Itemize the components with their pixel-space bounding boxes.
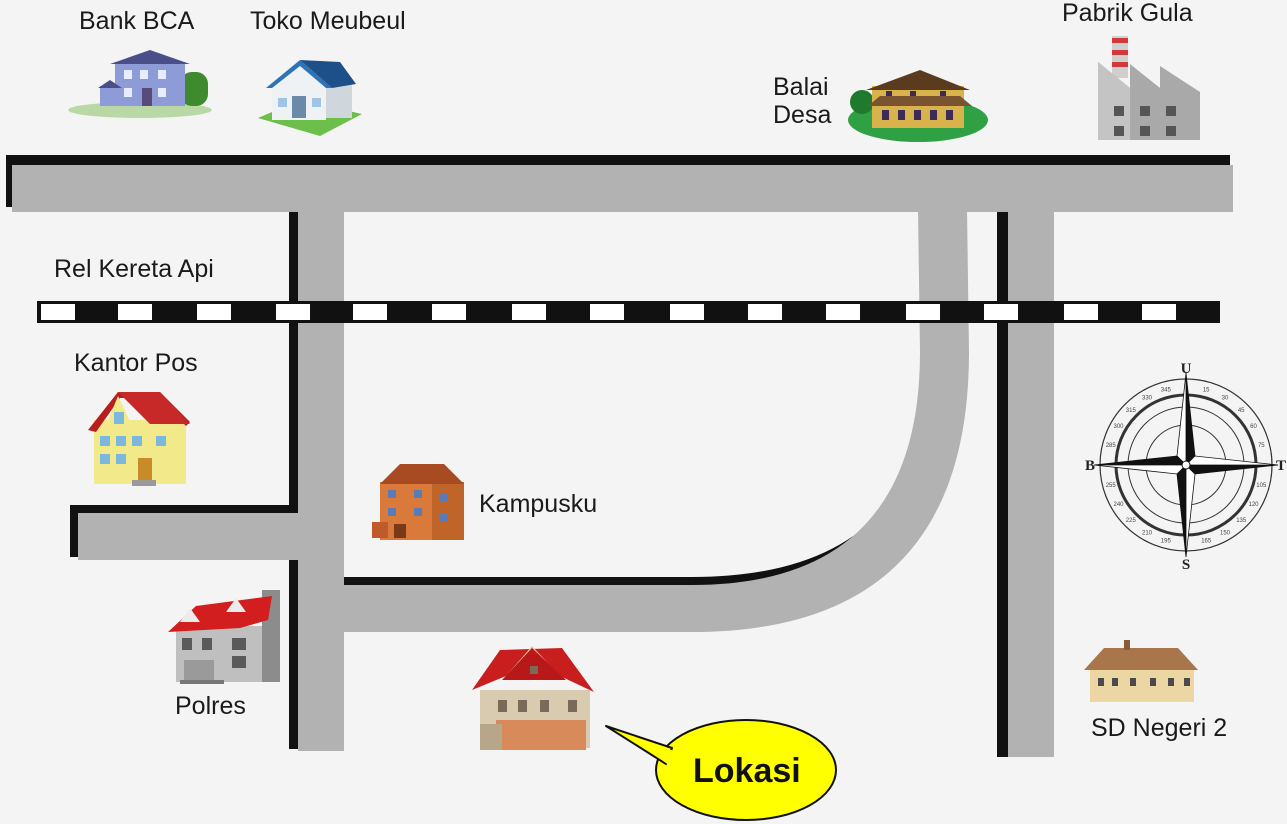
compass-degree-105: 105 (1256, 483, 1267, 489)
kampusku-icon (372, 464, 464, 540)
label-kampusku: Kampusku (479, 490, 598, 518)
compass-degree-225: 225 (1126, 518, 1137, 524)
compass-degree-135: 135 (1236, 518, 1247, 524)
label-pabrik-gula: Pabrik Gula (1062, 0, 1193, 27)
label-sd-negeri-2: SD Negeri 2 (1091, 714, 1228, 742)
toko-meubeul-icon (258, 60, 362, 136)
road-branch-west (78, 513, 300, 560)
road-east (1008, 209, 1054, 757)
compass-degree-45: 45 (1238, 408, 1245, 414)
label-polres: Polres (175, 692, 246, 720)
pabrik-gula-icon (1098, 36, 1200, 140)
road-curve (344, 209, 969, 632)
label-lokasi: Lokasi (693, 752, 801, 790)
compass-degree-60: 60 (1250, 424, 1257, 430)
compass-rose (1093, 372, 1279, 558)
label-kantor-pos: Kantor Pos (74, 349, 198, 377)
compass-degree-240: 240 (1113, 502, 1124, 508)
label-rel-kereta-api: Rel Kereta Api (54, 255, 214, 283)
compass-degree-315: 315 (1126, 408, 1137, 414)
compass-degree-210: 210 (1142, 531, 1153, 537)
compass-degree-330: 330 (1142, 396, 1153, 402)
compass-degree-75: 75 (1258, 443, 1265, 449)
compass-degree-300: 300 (1113, 424, 1124, 430)
railway (37, 301, 1220, 323)
sd-negeri-2-icon (1084, 640, 1198, 702)
bank-bca-icon (68, 50, 212, 118)
balai-desa-icon (848, 70, 988, 142)
compass-degree-labels: 345 15 30 45 60 75 105 120 135 150 165 195 210 225 240… (1106, 388, 1267, 545)
road-west (298, 209, 344, 751)
compass-degree-120: 120 (1248, 502, 1259, 508)
compass-north: U (1181, 361, 1192, 377)
compass-east: T (1276, 458, 1286, 474)
label-bank-bca: Bank BCA (79, 7, 195, 35)
compass-degree-150: 150 (1220, 531, 1231, 537)
polres-icon (168, 590, 280, 684)
lokasi-house-icon (472, 646, 594, 750)
label-toko-meubeul: Toko Meubeul (250, 7, 406, 35)
compass-degree-285: 285 (1106, 443, 1117, 449)
roads (12, 165, 1233, 757)
compass-degree-255: 255 (1106, 483, 1117, 489)
compass-degree-345: 345 (1161, 388, 1172, 394)
compass-south: S (1182, 557, 1190, 573)
main-road-top (12, 165, 1233, 212)
lokasi-callout (605, 719, 837, 821)
compass-west: B (1085, 458, 1095, 474)
compass-degree-15: 15 (1203, 388, 1210, 394)
compass-degree-165: 165 (1201, 538, 1212, 544)
label-balai-desa: Balai Desa (773, 73, 832, 129)
compass-degree-30: 30 (1222, 396, 1229, 402)
kantor-pos-icon (88, 392, 190, 486)
compass-degree-195: 195 (1161, 538, 1172, 544)
